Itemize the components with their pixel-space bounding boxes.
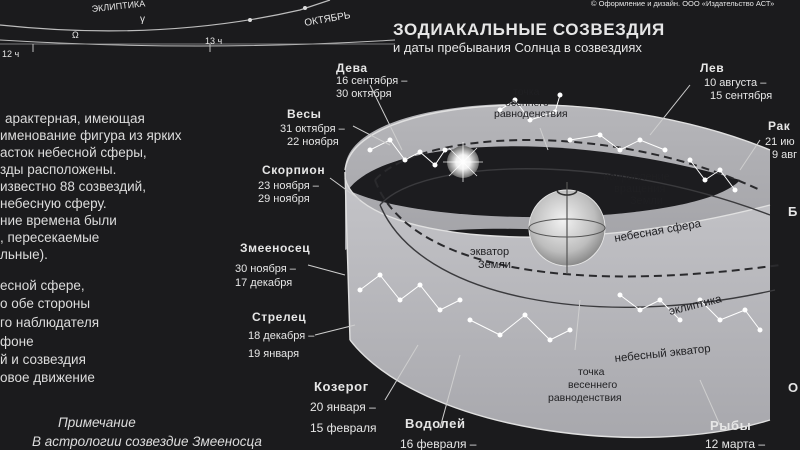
constellation-name: Лев	[700, 61, 724, 75]
article-line: небесную сферу.	[0, 196, 107, 211]
constellation-date: 17 декабря	[235, 277, 292, 289]
constellation-name: Рыбы	[710, 418, 751, 433]
constellation-date: 16 февраля –	[400, 437, 477, 450]
constellation-name: Дева	[336, 61, 368, 75]
article-line: зды расположены.	[0, 162, 116, 177]
autumn-point-label: точка	[513, 86, 540, 98]
copyright: © Оформление и дизайн. ООО «Издательство…	[591, 0, 774, 8]
hour-13-label: 13 ч	[205, 36, 223, 46]
page-title: ЗОДИАКАЛЬНЫЕ СОЗВЕЗДИЯ	[393, 20, 665, 39]
article-line: го наблюдателя	[0, 315, 99, 330]
constellation-date: 30 ноября –	[235, 263, 297, 275]
ecliptic-top-label: ЭКЛИПТИКА	[91, 0, 146, 14]
article-line: ние времена были	[0, 213, 117, 228]
article-line: известно 88 созвездий,	[0, 179, 146, 194]
spring-point-label: весеннего	[568, 379, 617, 391]
constellation-date: 22 ноября	[287, 136, 339, 148]
constellation-name: Водолей	[405, 416, 466, 431]
october-label: ОКТЯБРЬ	[304, 10, 352, 29]
article-line: асток небесной сферы,	[0, 145, 147, 160]
constellation-date: 18 декабря –	[248, 330, 315, 342]
constellation-name: Стрелец	[252, 310, 306, 324]
hour-12-label: 12 ч	[2, 49, 20, 59]
article-line: именование фигура из ярких	[0, 128, 182, 143]
celestial-band: точка осеннего равноденствия направление…	[307, 84, 781, 439]
constellation-date: 31 октября –	[280, 123, 346, 135]
left-article: арактерная, имеющая именование фигура из…	[0, 111, 262, 449]
earth-equator-label: Земли	[478, 259, 511, 271]
constellation-name: Козерог	[314, 379, 369, 394]
rotation-arrow-icon	[556, 189, 578, 196]
gamma-mark: γ	[140, 14, 145, 25]
article-line: есной сфере,	[0, 278, 85, 293]
article-line: й и созвездия	[0, 352, 86, 367]
constellation-name: Скорпион	[262, 163, 325, 177]
article-line: , пересекаемые	[0, 230, 99, 245]
note-line: В астрологии созвездие Змееносца	[32, 434, 262, 449]
constellation-date: 20 января –	[310, 400, 376, 414]
article-line: фоне	[0, 334, 34, 349]
constellation-date: 9 авг	[772, 149, 797, 161]
rotation-label: вращения	[614, 183, 665, 195]
article-line: овое движение	[0, 370, 95, 385]
constellation-date: 10 августа –	[704, 77, 767, 89]
edge-letter: О	[788, 380, 799, 395]
constellation-date: 21 ию	[765, 136, 795, 148]
constellation-date: 12 марта –	[705, 437, 765, 450]
note-title: Примечание	[58, 415, 136, 430]
constellation-date: 15 сентября	[710, 90, 772, 102]
article-line: льные).	[0, 247, 48, 262]
constellation-date: 16 сентября –	[336, 75, 408, 87]
constellation-name: Рак	[768, 119, 791, 133]
omega-mark: Ω	[72, 30, 79, 40]
constellation-name: Змееносец	[240, 241, 310, 255]
rotation-label: Земли	[630, 195, 663, 207]
spring-point-label: равноденствия	[548, 392, 622, 404]
constellation-date: 19 января	[248, 348, 299, 360]
spring-point-label: точка	[578, 366, 605, 378]
autumn-point-label: осеннего	[505, 97, 549, 109]
top-strip: ЭКЛИПТИКА 12 ч 13 ч ОКТЯБРЬ γ Ω	[0, 0, 396, 59]
article-line: о обе стороны	[0, 296, 90, 311]
constellation-date: 30 октября	[336, 88, 392, 100]
constellation-date: 15 февраля	[310, 421, 376, 435]
rotation-label: направление	[603, 171, 670, 183]
constellation-date: 29 ноября	[258, 193, 310, 205]
earth-equator-label: экватор	[470, 246, 509, 258]
edge-letter: Б	[788, 204, 798, 219]
autumn-point-label: равноденствия	[494, 108, 568, 120]
constellation-name: Весы	[287, 107, 322, 121]
article-line: арактерная, имеющая	[5, 111, 145, 126]
constellation-date: 23 ноября –	[258, 180, 320, 192]
page-subtitle: и даты пребывания Солнца в созвездиях	[393, 40, 642, 55]
constellation-labels: Дева 16 сентября – 30 октября Весы 31 ок…	[235, 61, 799, 450]
